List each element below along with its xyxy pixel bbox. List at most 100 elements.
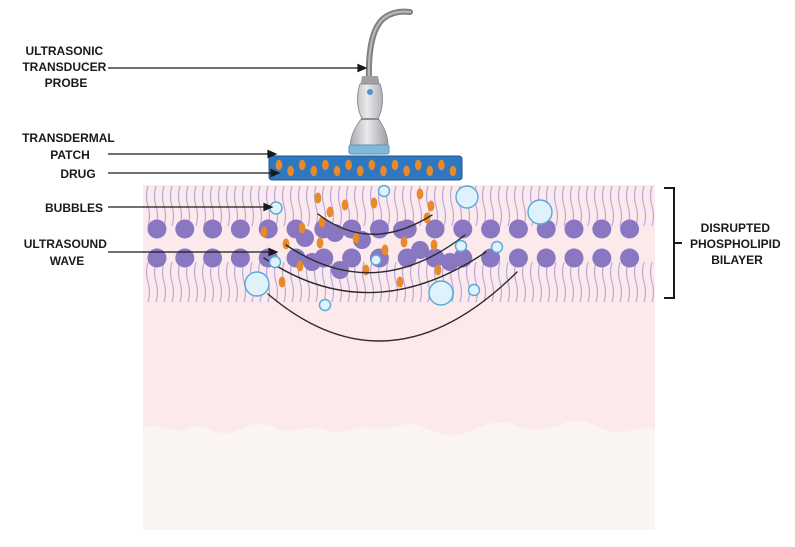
lipid-tail	[145, 261, 151, 303]
lipid-tail	[361, 261, 367, 303]
lipid-head	[481, 248, 501, 268]
lipid-tail	[609, 261, 615, 303]
lipid-tail	[625, 261, 631, 303]
bilayer-bracket	[664, 187, 682, 299]
lipid-tail	[633, 261, 639, 303]
lipid-head	[175, 248, 195, 268]
lipid-tail	[225, 261, 231, 303]
lipid-tail	[249, 185, 255, 227]
lipid-tail	[553, 261, 559, 303]
lipid-tail	[185, 261, 191, 303]
lipid-tail	[505, 185, 511, 227]
label-drug: DRUG	[60, 167, 95, 181]
drug-particle-icon	[298, 222, 306, 234]
lipid-tail	[169, 261, 175, 303]
drug-particle-icon	[345, 159, 352, 171]
drug-particle-icon	[314, 192, 322, 204]
lipid-tail	[449, 185, 455, 227]
drug-particle-icon	[333, 165, 341, 177]
drug-particle-icon	[322, 159, 329, 171]
patch-body	[268, 155, 463, 181]
probe-grip-line	[361, 118, 379, 120]
lipid-tail	[577, 185, 583, 227]
lipid-head	[230, 219, 250, 239]
transdermal-patch	[268, 155, 463, 181]
label-bilayer: DISRUPTED PHOSPHOLIPID BILAYER	[690, 221, 784, 267]
lipid-head	[147, 219, 167, 239]
label-bubbles: BUBBLES	[45, 201, 103, 215]
left-labels: ULTRASONIC TRANSDUCER PROBE TRANSDERMAL …	[22, 44, 114, 268]
arrowhead	[263, 202, 274, 212]
lipid-head	[453, 219, 473, 239]
lipid-tail	[561, 185, 567, 227]
drug-particle-icon	[362, 264, 370, 276]
arrowhead	[268, 247, 279, 257]
lipid-tail	[217, 261, 223, 303]
lipid-tail	[377, 261, 383, 303]
drug-particle-icon	[414, 159, 422, 171]
lipid-head	[592, 219, 612, 239]
lipid-head-displaced	[296, 229, 314, 247]
lipid-head	[592, 248, 612, 268]
lipid-tail	[185, 185, 191, 227]
lipid-tail	[553, 185, 559, 227]
ultrasound-wave-arc	[285, 234, 466, 274]
drug-particle-icon	[287, 165, 294, 177]
lipid-head	[203, 219, 223, 239]
lipid-head	[425, 248, 445, 268]
lipid-head	[230, 248, 250, 268]
drug-particle-icon	[341, 199, 349, 211]
lipid-tail	[601, 261, 607, 303]
drug-particle-icon	[381, 244, 389, 256]
drug-particle-icon	[282, 238, 290, 250]
lipid-tail	[585, 261, 591, 303]
lipid-tail	[305, 185, 311, 227]
bubble-icon	[370, 254, 382, 266]
lipid-head	[369, 219, 389, 239]
lipid-head	[425, 219, 445, 239]
lipid-head	[564, 248, 584, 268]
drug-particle-icon	[380, 165, 387, 177]
lipid-tail	[161, 261, 167, 303]
lipid-tail	[177, 185, 183, 227]
lipid-head-displaced	[326, 224, 344, 242]
arrowhead	[357, 63, 368, 73]
bubble-icon	[269, 201, 283, 215]
drug-particle-icon	[391, 159, 399, 171]
lipid-head-displaced	[411, 241, 429, 259]
lipid-head	[147, 248, 167, 268]
probe-cable-highlight	[367, 10, 412, 84]
drug-particle-icon	[326, 206, 334, 218]
bubbles	[244, 184, 553, 312]
lipid-tail	[177, 261, 183, 303]
drug-particle-icon	[400, 236, 408, 248]
ultrasound-wave-arc	[267, 271, 518, 342]
bubble-icon	[527, 199, 553, 225]
lipid-head	[203, 248, 223, 268]
lipid-tail	[577, 261, 583, 303]
patch-drug-particles	[275, 159, 457, 177]
lipid-tail	[233, 261, 239, 303]
lipid-tail	[241, 185, 247, 227]
drug-particle-icon	[438, 159, 445, 171]
lipid-tail	[361, 185, 367, 227]
lipid-tail	[225, 185, 231, 227]
leader-arrows	[108, 63, 368, 257]
lipid-tail	[321, 261, 327, 303]
lipid-tail	[353, 185, 359, 227]
lipid-tail	[649, 185, 655, 227]
bubble-icon	[467, 283, 481, 297]
bubble-icon	[318, 298, 332, 312]
lipid-tail	[545, 261, 551, 303]
drug-particle-icon	[356, 165, 364, 177]
ultrasound-wave-arc	[317, 213, 433, 235]
lipid-tail	[193, 185, 199, 227]
drug-particle-icon	[449, 165, 457, 177]
lipid-tail	[201, 185, 207, 227]
lipid-tail	[393, 185, 399, 227]
lipid-tail	[257, 185, 263, 227]
lipid-tail	[497, 261, 503, 303]
drug-particle-icon	[416, 188, 424, 200]
drug-particle-icon	[426, 165, 434, 177]
